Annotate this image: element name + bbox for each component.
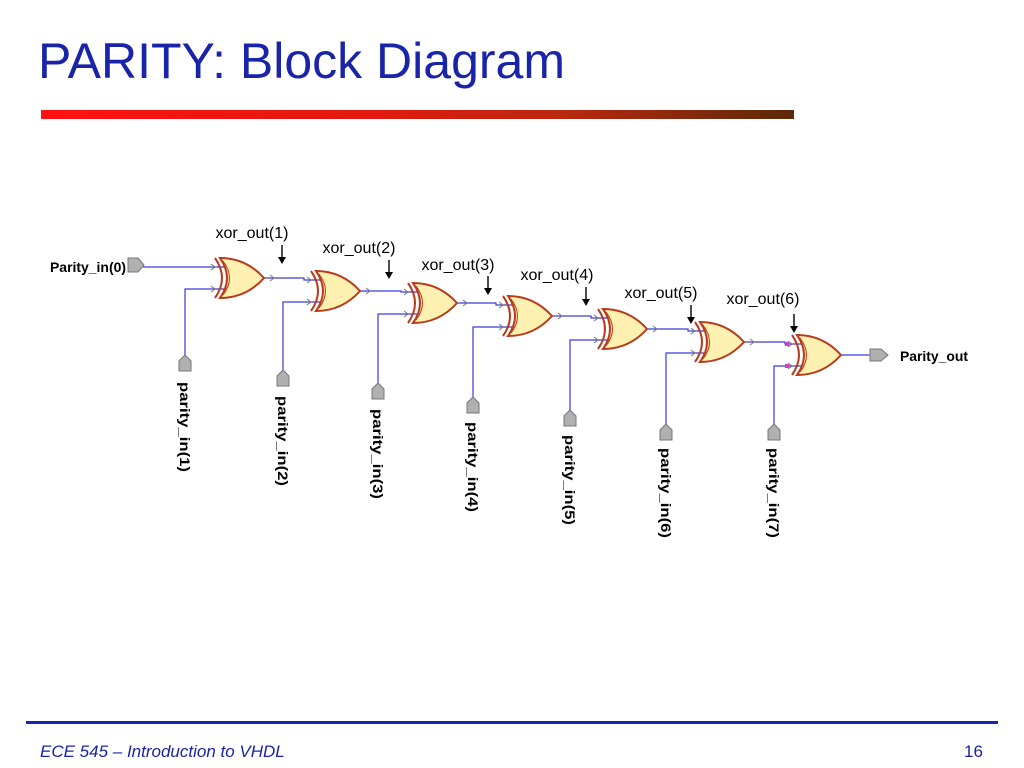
primary-input-label: Parity_in(0) [50,259,126,275]
signal-arrow-head [582,299,590,306]
xor-gate-inner-curve [605,311,613,347]
output-pin-marker [269,274,275,282]
chain-wire [552,315,607,319]
side-input-wire [377,313,417,383]
chain-wire [360,290,417,293]
input-pin-marker [210,285,216,293]
side-input-label: parity_in(7) [766,448,782,538]
xor-gate [411,281,459,325]
input-pin-marker [787,362,793,370]
xor-gate-back-curve [502,295,511,337]
input-pin-marker [210,263,216,271]
xor-gate-back-curve [407,282,416,324]
signal-label: xor_out(1) [216,225,289,242]
side-input-port [466,396,480,414]
input-pin-marker [690,327,696,335]
input-pin-marker [403,310,409,318]
signal-arrow-head [790,326,798,333]
signal-arrow-head [484,288,492,295]
xor-gate-inner-curve [318,273,326,309]
xor-gate-inner-curve [702,324,710,360]
input-pin-marker [593,336,599,344]
input-pin-marker [593,314,599,322]
xor-gate-inner-curve [222,260,230,296]
xor-gate [795,333,843,377]
xor-gate [698,320,746,364]
side-input-label: parity_in(4) [465,422,481,512]
side-input-wire [665,352,704,424]
side-input-port [371,382,385,400]
signal-arrow-head [278,257,286,264]
signal-label: xor_out(2) [323,240,396,257]
side-input-port [178,354,192,372]
side-input-wire [569,339,607,410]
xor-gate-back-curve [694,321,703,363]
signal-label: xor_out(3) [422,257,495,274]
side-input-port [276,369,290,387]
page-title: PARITY: Block Diagram [38,33,566,89]
side-input-label: parity_in(1) [177,382,193,472]
signal-arrow-head [687,317,695,324]
input-pin-marker [403,288,409,296]
input-pin-marker [498,301,504,309]
output-pin-marker [652,325,658,333]
side-input-label: parity_in(5) [562,435,578,525]
xor-gate [314,269,362,313]
side-input-wire [472,326,512,397]
xor-gate [601,307,649,351]
xor-gate-inner-curve [799,337,807,373]
chain-wire [647,328,704,332]
side-input-port [659,423,673,441]
xor-gate [218,256,266,300]
primary-output-label: Parity_out [900,348,968,364]
primary-input-port [127,257,145,273]
xor-gate-back-curve [310,270,319,312]
side-input-wire [282,301,320,370]
signal-arrow-head [385,272,393,279]
title-underline [41,110,794,119]
side-input-label: parity_in(2) [275,396,291,486]
junction-dot [785,364,789,368]
slide-number: 16 [964,742,983,761]
xor-gate-back-curve [597,308,606,350]
junction-dot [785,342,789,346]
input-pin-marker [690,349,696,357]
input-pin-marker [306,276,312,284]
primary-output-port [869,348,889,362]
signal-label: xor_out(4) [521,267,594,284]
side-input-label: parity_in(3) [370,409,386,499]
signal-label: xor_out(5) [625,285,698,302]
chain-wire [457,302,512,306]
footer-divider [26,721,998,724]
side-input-label: parity_in(6) [658,448,674,538]
xor-gate-inner-curve [510,298,518,334]
xor-gate-inner-curve [415,285,423,321]
xor-gate [506,294,554,338]
output-pin-marker [365,287,371,295]
signal-label: xor_out(6) [727,291,800,308]
chain-wire [264,277,320,281]
output-pin-marker [557,312,563,320]
side-input-wire [184,288,224,355]
input-pin-marker [306,298,312,306]
output-pin-marker [462,299,468,307]
side-input-port [767,423,781,441]
input-pin-marker [498,323,504,331]
input-pin-marker [787,340,793,348]
output-pin-marker [749,338,755,346]
xor-gate-back-curve [791,334,800,376]
footer-course-title: ECE 545 – Introduction to VHDL [40,742,285,761]
side-input-port [563,409,577,427]
xor-gate-back-curve [214,257,223,299]
